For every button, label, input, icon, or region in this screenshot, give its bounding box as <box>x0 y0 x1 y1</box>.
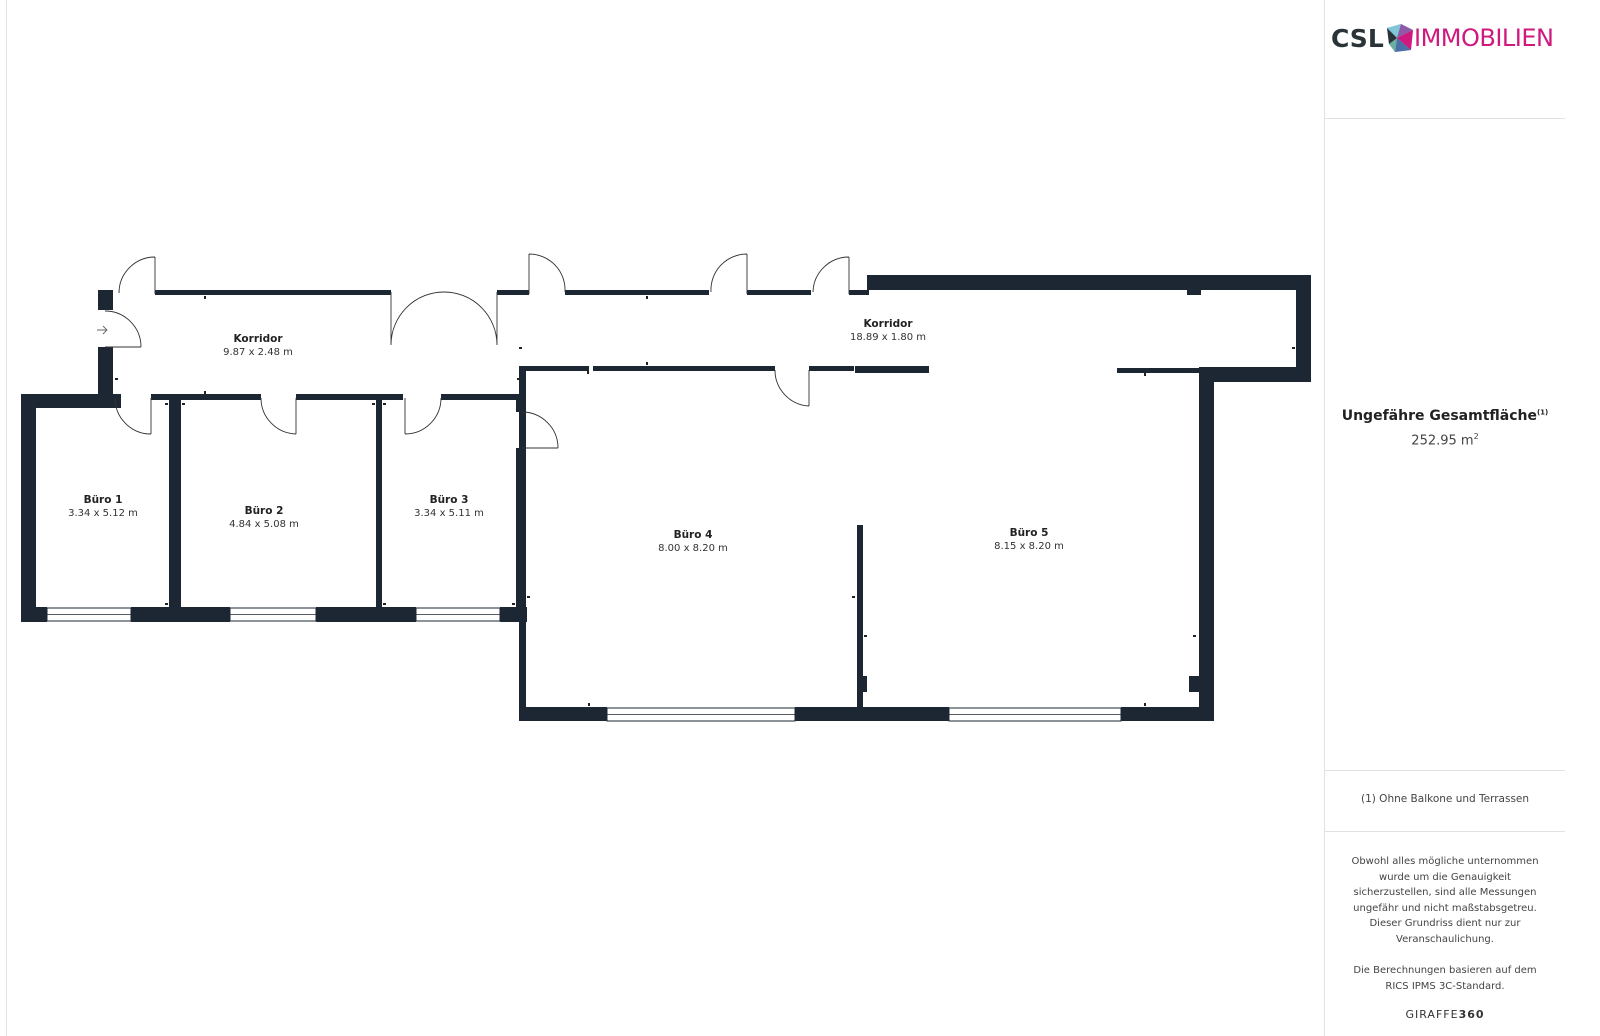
windows <box>46 607 1122 722</box>
room-name: Büro 5 <box>1010 527 1049 539</box>
room-dimensions: 3.34 x 5.12 m <box>68 508 138 519</box>
room-label-korridor-1: Korridor 9.87 x 2.48 m <box>223 333 293 358</box>
floor-plan: Korridor 9.87 x 2.48 m Korridor 18.89 x … <box>6 0 1325 1036</box>
room-label-korridor-2: Korridor 18.89 x 1.80 m <box>850 318 926 343</box>
disclaimer: Obwohl alles mögliche unternommen wurde … <box>1347 854 1543 1010</box>
total-area: Ungefähre Gesamtfläche(1) 252.95 m2 <box>1325 408 1565 448</box>
room-name: Korridor <box>863 318 913 330</box>
room-name: Büro 1 <box>84 494 123 506</box>
footnote: (1) Ohne Balkone und Terrassen <box>1360 793 1530 805</box>
brand-footer: GIRAFFE360 <box>1405 1008 1485 1021</box>
logo-mark-icon <box>1387 24 1413 52</box>
room-dimensions: 8.15 x 8.20 m <box>994 541 1064 552</box>
room-label-buero-2: Büro 2 4.84 x 5.08 m <box>229 505 299 530</box>
info-sidebar: CSL IMMOBILIEN Ungefähre Gesamtfläche(1)… <box>1324 0 1600 1036</box>
disclaimer-paragraph: Die Berechnungen basieren auf dem RICS I… <box>1353 965 1537 992</box>
room-name: Korridor <box>233 333 283 345</box>
room-name: Büro 2 <box>245 505 284 517</box>
company-logo: CSL IMMOBILIEN <box>1325 0 1565 119</box>
room-dimensions: 9.87 x 2.48 m <box>223 347 293 358</box>
total-area-label: Ungefähre Gesamtfläche(1) <box>1341 408 1549 424</box>
room-label-buero-1: Büro 1 3.34 x 5.12 m <box>68 494 138 519</box>
footnote-marker: (1) <box>1536 408 1549 417</box>
doors <box>97 253 850 449</box>
room-name: Büro 3 <box>430 494 469 506</box>
divider <box>1325 831 1565 832</box>
room-dimensions: 3.34 x 5.11 m <box>414 508 484 519</box>
room-label-buero-4: Büro 4 8.00 x 8.20 m <box>658 529 728 554</box>
room-label-buero-3: Büro 3 3.34 x 5.11 m <box>414 494 484 519</box>
divider <box>1325 770 1565 771</box>
walls <box>21 275 1311 721</box>
room-dimensions: 18.89 x 1.80 m <box>850 332 926 343</box>
room-name: Büro 4 <box>674 529 713 541</box>
total-area-value: 252.95 m2 <box>1411 432 1479 449</box>
floor-plan-drawing: Korridor 9.87 x 2.48 m Korridor 18.89 x … <box>21 253 1311 722</box>
room-label-buero-5: Büro 5 8.15 x 8.20 m <box>994 527 1064 552</box>
disclaimer-paragraph: Obwohl alles mögliche unternommen wurde … <box>1351 856 1539 945</box>
room-dimensions: 4.84 x 5.08 m <box>229 519 299 530</box>
measurement-ticks <box>37 296 1295 706</box>
room-dimensions: 8.00 x 8.20 m <box>658 543 728 554</box>
logo-text-csl: CSL <box>1331 24 1384 53</box>
logo-text-immobilien: IMMOBILIEN <box>1414 24 1554 52</box>
